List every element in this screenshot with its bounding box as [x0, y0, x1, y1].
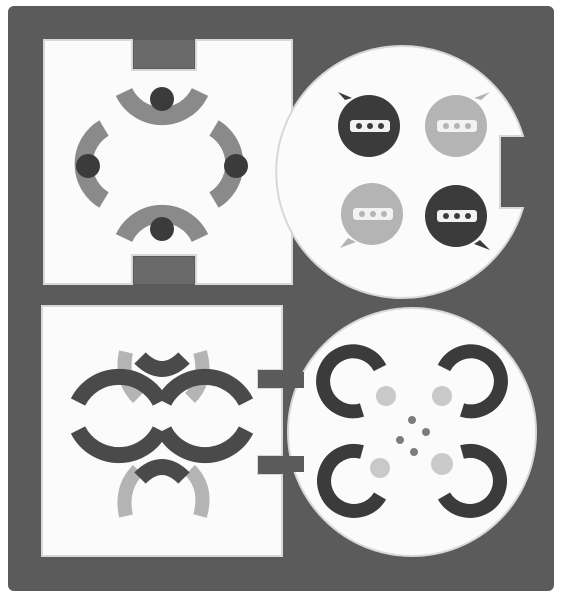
- cluster-small-dot-3: [396, 436, 404, 444]
- panel-top-left: [44, 40, 292, 284]
- connector-tab-lower: [258, 456, 288, 474]
- cluster-small-dot-4: [410, 448, 418, 456]
- cluster-dot-top-left: [376, 386, 396, 406]
- bottom-notch: [134, 257, 194, 284]
- dot-left: [76, 154, 100, 178]
- cluster-small-dot-1: [408, 416, 416, 424]
- cluster-dot-top-right: [432, 386, 452, 406]
- cluster-small-dot-2: [422, 428, 430, 436]
- left-notch-lower: [284, 456, 304, 472]
- panel-bottom-left: [42, 306, 282, 556]
- cluster-dot-bottom-left: [370, 458, 390, 478]
- dot-bottom: [150, 217, 174, 241]
- connector-tab-upper: [258, 370, 288, 388]
- left-notch-upper: [284, 372, 304, 388]
- top-notch: [134, 40, 194, 68]
- panel-top-right-shape: [276, 46, 523, 298]
- cluster-dot-bottom-right: [431, 453, 453, 475]
- panel-top-right: [276, 46, 523, 298]
- dot-top: [150, 87, 174, 111]
- dot-right: [224, 154, 248, 178]
- panel-bottom-right-shape: [288, 308, 536, 556]
